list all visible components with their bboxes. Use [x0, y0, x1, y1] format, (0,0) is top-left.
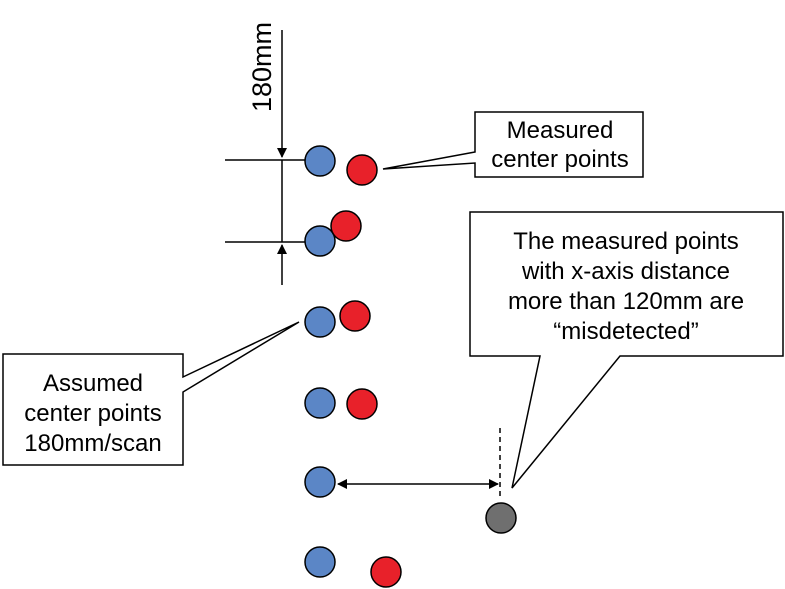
- measured-point: [330, 210, 362, 242]
- assumed-point: [304, 306, 336, 338]
- measured-point: [346, 154, 378, 186]
- callout-misdetected-line3: more than 120mm are: [508, 288, 744, 315]
- callout-misdetected-line2: with x-axis distance: [521, 258, 730, 285]
- x-distance-indicator: [337, 428, 501, 500]
- measured-points: [330, 154, 402, 588]
- dimension-label: 180mm: [247, 22, 277, 112]
- callout-box-assumed: [2, 321, 300, 466]
- assumed-point: [304, 225, 336, 257]
- dimension-180mm: 180mm: [225, 22, 305, 285]
- callout-assumed-line1: Assumed: [43, 370, 143, 397]
- measured-point: [339, 300, 371, 332]
- assumed-points: [304, 145, 336, 578]
- assumed-point: [304, 546, 336, 578]
- callout-box-measured: [382, 111, 644, 178]
- callout-measured-center-points: Measured center points: [382, 111, 644, 178]
- callout-assumed-center-points: Assumed center points 180mm/scan: [2, 321, 300, 466]
- misdetected-point: [485, 502, 517, 534]
- callout-misdetected-line1: The measured points: [513, 228, 738, 255]
- callout-misdetected-line4: “misdetected”: [553, 318, 698, 345]
- measured-point: [346, 388, 378, 420]
- assumed-point: [304, 387, 336, 419]
- callout-assumed-line2: center points: [24, 400, 161, 427]
- assumed-point: [304, 145, 336, 177]
- measured-point: [370, 556, 402, 588]
- callout-box-misdetected: [469, 211, 784, 489]
- callout-misdetected: The measured points with x-axis distance…: [469, 211, 784, 489]
- callout-assumed-line3: 180mm/scan: [24, 430, 161, 457]
- callout-measured-line1: Measured: [507, 117, 614, 144]
- assumed-point: [304, 466, 336, 498]
- callout-measured-line2: center points: [491, 146, 628, 173]
